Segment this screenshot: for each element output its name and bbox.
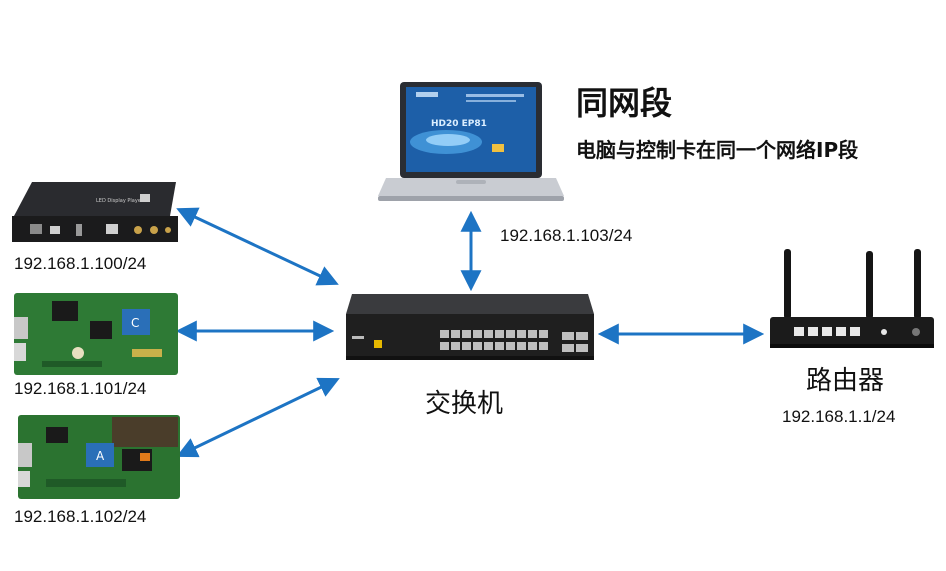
arrow-controller-100-switch [176,207,339,286]
switch-label: 交换机 [425,389,504,419]
controller-100-ip: 192.168.1.100/24 [14,254,147,273]
controller-board-icon: C [14,293,178,375]
controller-player-label: LED Display Player [96,198,144,204]
controller-101-ip: 192.168.1.101/24 [14,379,147,398]
router-label: 路由器 [806,366,885,396]
controller-102-ip: 192.168.1.102/24 [14,507,147,526]
controller-board-2-icon: A [18,415,180,499]
diagram-title: 同网段 [576,84,673,122]
router-ip: 192.168.1.1/24 [782,407,896,426]
diagram-subtitle: 电脑与控制卡在同一个网络IP段 [576,138,859,162]
laptop-screen-text: HD20 EP81 [431,119,487,129]
laptop-icon: HD20 EP81 [378,82,564,201]
switch-icon [346,294,594,360]
arrow-controller-102-switch [176,377,340,458]
controller-board-2-chip-label: A [96,449,105,463]
controller-player-icon: LED Display Player [12,182,178,242]
router-icon [770,249,934,348]
laptop-ip: 192.168.1.103/24 [500,226,633,245]
controller-board-chip-label: C [131,316,139,330]
